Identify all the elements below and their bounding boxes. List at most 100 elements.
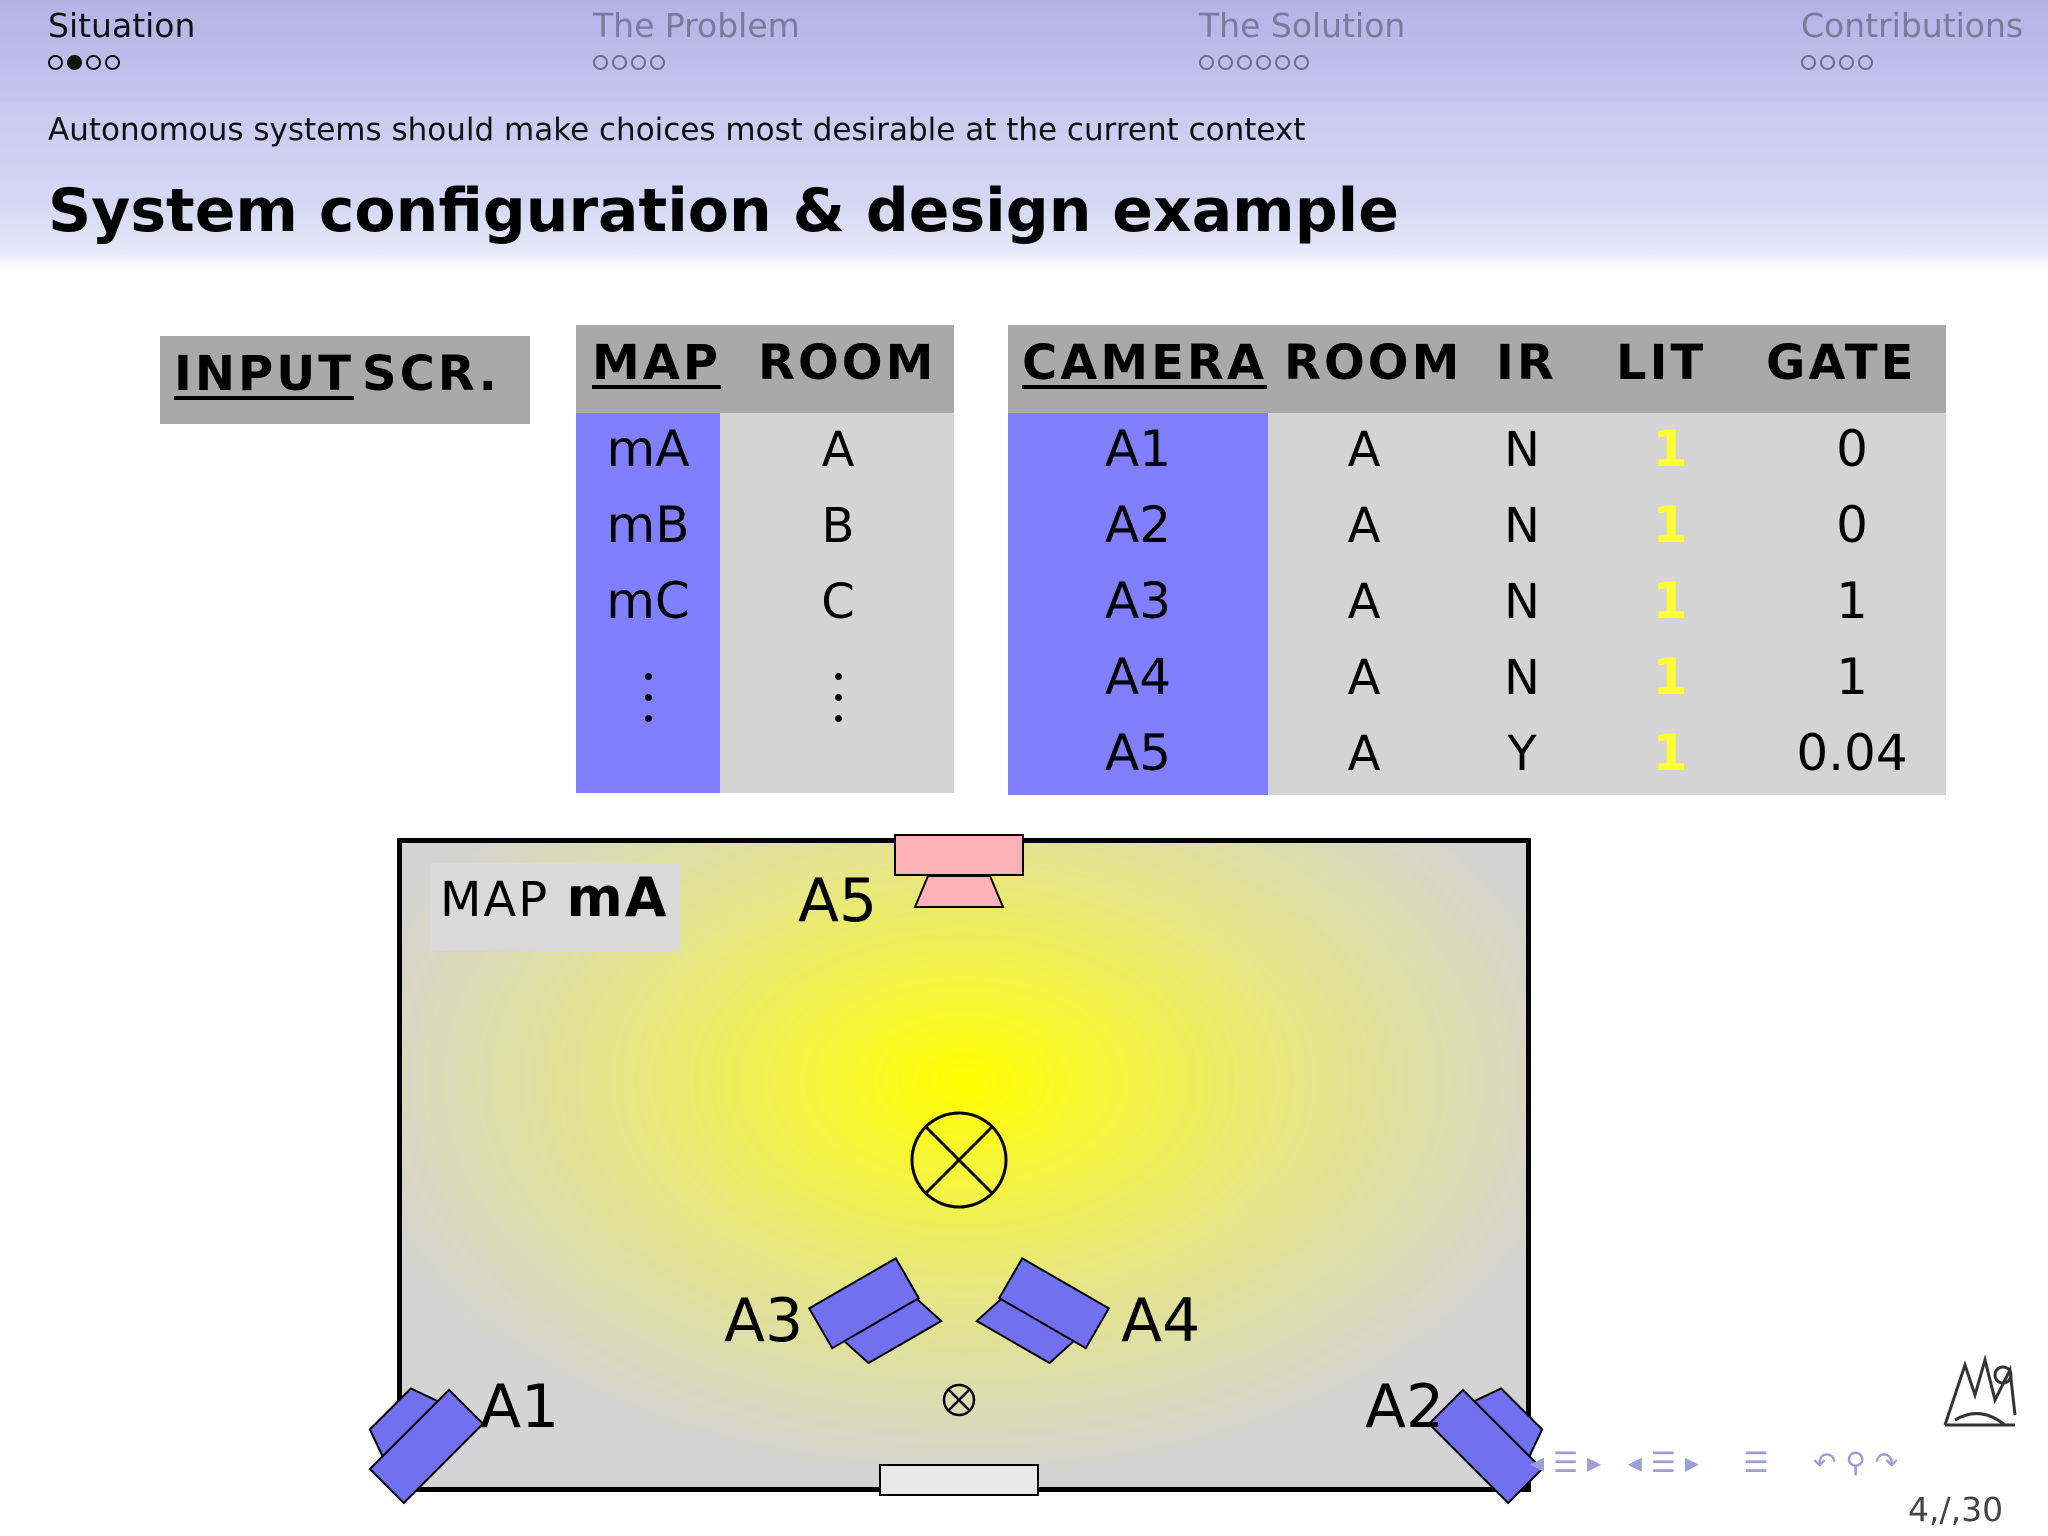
- column-header-lit: LIT: [1616, 335, 1707, 391]
- nav-progress-dots: [1801, 55, 2023, 70]
- map-label-prefix: MAP: [440, 872, 550, 928]
- section-navigation-bar: Situation The Problem The Solution Contr…: [0, 0, 2048, 102]
- section-list-icon[interactable]: ☰: [1743, 1446, 1769, 1479]
- forward-icon[interactable]: ↷: [1874, 1446, 1899, 1479]
- column-header-ir: IR: [1496, 335, 1557, 391]
- lit-cell: 1: [1652, 496, 1688, 554]
- room-cell: A: [1347, 498, 1381, 554]
- camera-cell: A1: [1104, 420, 1172, 478]
- room-cell: A: [821, 422, 855, 478]
- ellipsis-vertical: [835, 673, 842, 722]
- lit-cell: 1: [1652, 724, 1688, 782]
- slide-dot-current[interactable]: [67, 55, 82, 70]
- camera-label-a5: A5: [798, 866, 878, 936]
- slide-header: Autonomous systems should make choices m…: [0, 102, 2048, 270]
- nav-section-title[interactable]: The Solution: [1199, 6, 1406, 45]
- prev-frame-icon[interactable]: ◂: [1530, 1446, 1545, 1479]
- map-cell: mB: [606, 496, 690, 554]
- room-cell: A: [1347, 650, 1381, 706]
- key-column: [1008, 413, 1268, 795]
- room-cell: A: [1347, 726, 1381, 782]
- camera-label-a1: A1: [480, 1372, 560, 1442]
- lit-cell: 1: [1652, 572, 1688, 630]
- slide-dot[interactable]: [593, 55, 608, 70]
- nav-section-title[interactable]: The Problem: [593, 6, 800, 45]
- nav-section-situation[interactable]: Situation: [48, 6, 195, 70]
- room-cell: B: [821, 498, 855, 554]
- next-frame-icon[interactable]: ▸: [1586, 1446, 1602, 1479]
- table-header: [576, 325, 954, 413]
- frame-navigation: ◂ ☰ ▸ ◂ ☰ ▸ ☰ ↶ ⚲ ↷: [1530, 1446, 1898, 1479]
- frame-list-icon[interactable]: ☰: [1552, 1446, 1579, 1479]
- column-header-map: MAP: [592, 335, 722, 391]
- slide-dot[interactable]: [86, 55, 101, 70]
- room-cell: A: [1347, 574, 1381, 630]
- subsection-list-icon[interactable]: ☰: [1650, 1446, 1676, 1479]
- nav-progress-dots: [48, 55, 195, 70]
- column-header-gate: GATE: [1766, 335, 1917, 391]
- lit-cell: 1: [1652, 420, 1688, 478]
- map-label-name: mA: [566, 866, 669, 929]
- column-header-camera: CAMERA: [1022, 335, 1268, 391]
- camera-cell: A4: [1104, 648, 1172, 706]
- slide-dot[interactable]: [1218, 55, 1233, 70]
- nav-section-the-problem[interactable]: The Problem: [593, 6, 800, 70]
- prev-subsection-icon[interactable]: ◂: [1627, 1446, 1642, 1479]
- nav-section-contributions[interactable]: Contributions: [1801, 6, 2023, 70]
- slide-dot[interactable]: [631, 55, 646, 70]
- ir-cell: Y: [1507, 726, 1537, 782]
- slide-dot[interactable]: [48, 55, 63, 70]
- camera-cell: A2: [1104, 496, 1172, 554]
- slide-dot[interactable]: [650, 55, 665, 70]
- lit-cell: 1: [1652, 648, 1688, 706]
- nav-progress-dots: [593, 55, 800, 70]
- slide-dot[interactable]: [1801, 55, 1816, 70]
- map-label-background: [430, 863, 680, 951]
- camera-label-a3: A3: [724, 1286, 804, 1356]
- next-subsection-icon[interactable]: ▸: [1684, 1446, 1699, 1479]
- slide-dot[interactable]: [1256, 55, 1271, 70]
- map-cell: mA: [606, 420, 690, 478]
- scr-label: SCR.: [362, 346, 500, 402]
- camera-cell: A3: [1104, 572, 1172, 630]
- camera-label-a4: A4: [1121, 1286, 1201, 1356]
- slide-dot[interactable]: [1237, 55, 1252, 70]
- ir-cell: N: [1504, 422, 1540, 478]
- gate-cell: 0: [1836, 420, 1868, 478]
- input-screen-label: INPUT SCR.: [160, 336, 530, 424]
- slide-dot[interactable]: [1275, 55, 1290, 70]
- slide-dot[interactable]: [1839, 55, 1854, 70]
- ellipsis-vertical: [645, 673, 652, 722]
- slide-dot[interactable]: [612, 55, 627, 70]
- camera-label-a2: A2: [1365, 1372, 1445, 1442]
- slide-dot[interactable]: [105, 55, 120, 70]
- gate-cell: 0.04: [1796, 724, 1908, 782]
- back-icon[interactable]: ↶: [1812, 1446, 1837, 1479]
- key-column: [576, 413, 720, 793]
- nav-section-title[interactable]: Situation: [48, 6, 196, 45]
- search-icon[interactable]: ⚲: [1845, 1446, 1866, 1479]
- room-cell: A: [1347, 422, 1381, 478]
- table-header: [1008, 325, 1946, 413]
- slide-dot[interactable]: [1820, 55, 1835, 70]
- ir-cell: N: [1504, 574, 1540, 630]
- map-label: MAP mA: [440, 866, 669, 929]
- subsection-title: Autonomous systems should make choices m…: [48, 112, 1306, 148]
- column-header-room: ROOM: [1284, 335, 1463, 391]
- slide-dot[interactable]: [1199, 55, 1214, 70]
- camera-cell: A5: [1104, 724, 1172, 782]
- map-cell: mC: [606, 572, 690, 630]
- room-map: [397, 838, 1531, 1492]
- gate-cell: 1: [1836, 648, 1868, 706]
- input-label: INPUT: [174, 346, 354, 402]
- nav-section-title[interactable]: Contributions: [1801, 6, 2024, 45]
- slide-dot[interactable]: [1294, 55, 1309, 70]
- frame-title: System configuration & design example: [48, 176, 1399, 246]
- university-seal-logo: [1943, 1354, 2017, 1427]
- room-cell: C: [821, 574, 855, 630]
- slide-dot[interactable]: [1858, 55, 1873, 70]
- nav-section-the-solution[interactable]: The Solution: [1199, 6, 1405, 70]
- map-room-table: MAP ROOM mA A mB B mC C: [576, 325, 954, 793]
- ir-cell: N: [1504, 650, 1540, 706]
